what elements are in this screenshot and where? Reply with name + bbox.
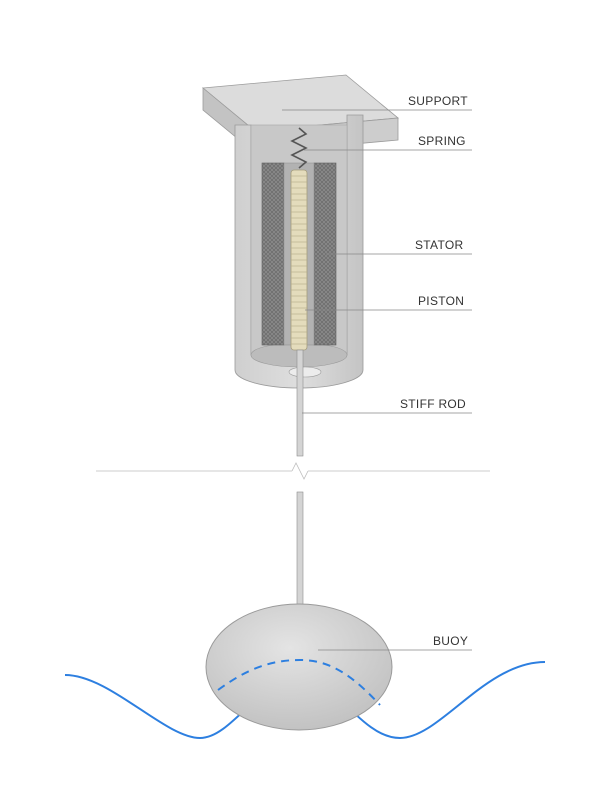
buoy [205, 603, 393, 731]
label-piston: PISTON [418, 294, 465, 308]
label-spring: SPRING [418, 134, 466, 148]
stiff-rod-upper [296, 349, 304, 457]
label-stator: STATOR [415, 238, 464, 252]
spring [290, 127, 308, 169]
label-support: SUPPORT [408, 94, 468, 108]
stiff-rod-lower [296, 491, 304, 617]
label-buoy: BUOY [433, 634, 469, 648]
water-line-hidden [217, 658, 381, 706]
piston [290, 169, 308, 351]
label-stiff-rod: STIFF ROD [400, 397, 467, 411]
break-line [96, 462, 490, 480]
leader-lines [282, 109, 472, 651]
